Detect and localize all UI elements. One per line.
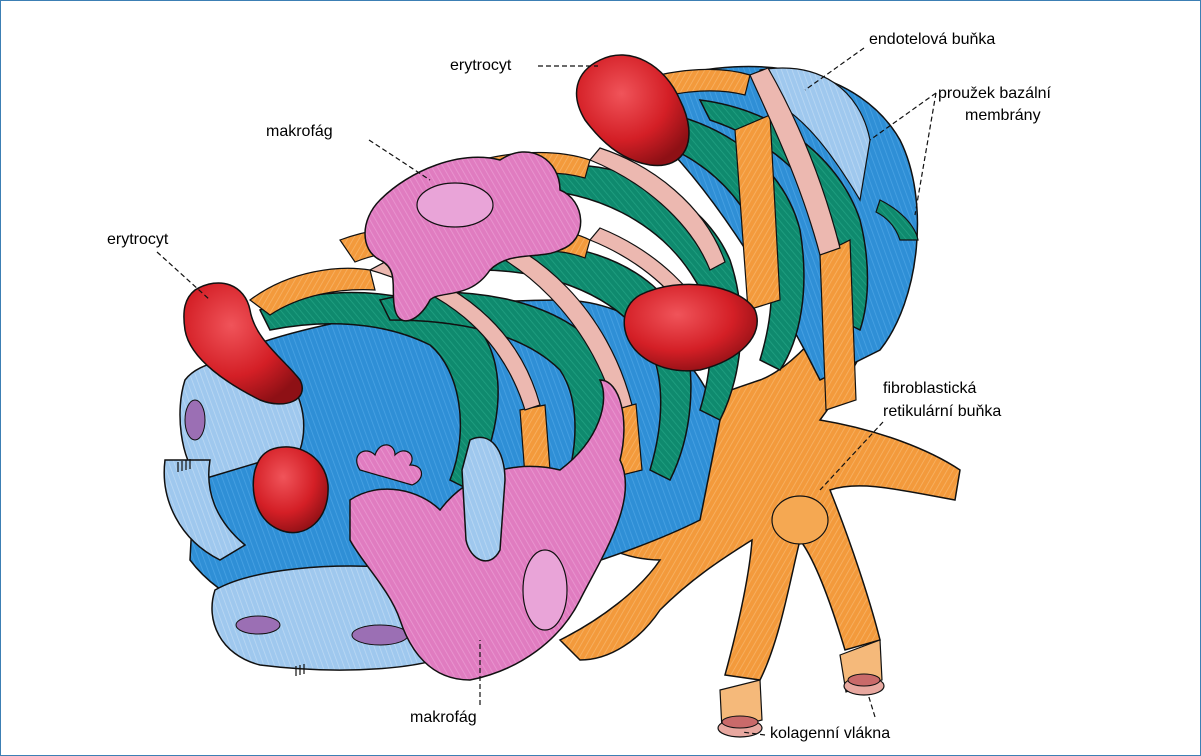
endothelial-cell-small: [462, 437, 505, 561]
label-prouzek-line1: proužek bazální: [938, 84, 1051, 104]
label-erytrocyt-left: erytrocyt: [107, 230, 168, 250]
label-kolagenni-vlakna: kolagenní vlákna: [770, 724, 890, 744]
label-fibro-line2: retikulární buňka: [883, 402, 1001, 422]
label-endotelova-bunka: endotelová buňka: [869, 30, 995, 50]
label-fibro-line1: fibroblastická: [883, 379, 976, 399]
label-makrofag-top: makrofág: [266, 122, 333, 142]
label-erytrocyt-top: erytrocyt: [450, 56, 511, 76]
label-prouzek-line2: membrány: [965, 106, 1041, 126]
macrophage-top-nucleus: [417, 183, 493, 227]
macrophage-bottom-nucleus: [523, 550, 567, 630]
reticular-cell-nucleus: [772, 496, 828, 544]
label-makrofag-bottom: makrofág: [410, 708, 477, 728]
